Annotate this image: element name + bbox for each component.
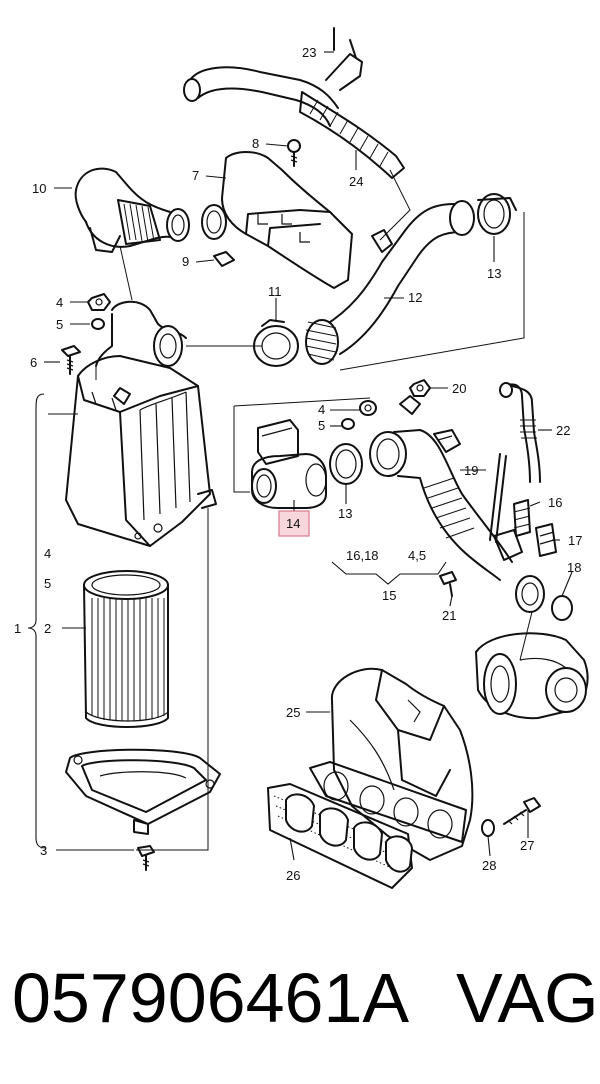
label-16: 16 (548, 495, 562, 510)
label-22: 22 (556, 423, 570, 438)
label-11: 11 (268, 284, 282, 299)
label-25: 25 (286, 705, 300, 720)
washer-28 (481, 819, 495, 837)
o-ring-18 (551, 595, 573, 621)
label-20: 20 (452, 381, 466, 396)
label-16-18: 16,18 (346, 548, 379, 563)
nut-4-right (359, 400, 377, 416)
part-number: 057906461A (12, 959, 410, 1037)
group-bracket-1 (27, 393, 47, 849)
bolt-21 (439, 571, 457, 597)
label-19: 19 (464, 463, 478, 478)
label-14: 14 (286, 516, 300, 531)
label-24: 24 (349, 174, 363, 189)
nut-4-left (87, 293, 111, 311)
clamp-11 (253, 319, 299, 367)
label-4-right: 4 (318, 402, 325, 417)
air-filter-housing-top (65, 300, 217, 547)
leader-lines (44, 51, 573, 861)
footer: 057906461A VAG (0, 948, 600, 1048)
label-26: 26 (286, 868, 300, 883)
label-2: 2 (44, 621, 51, 636)
exploded-parts-diagram: 23 24 10 7 8 9 11 12 13 4 5 6 4 5 1 2 3 … (14, 27, 589, 889)
label-12: 12 (408, 290, 422, 305)
connector-17 (535, 523, 557, 557)
resonator-7 (201, 151, 353, 289)
gasket-26 (267, 783, 413, 889)
air-mass-meter-14 (251, 419, 327, 509)
charge-hose-12 (305, 200, 475, 365)
label-9: 9 (182, 254, 189, 269)
air-filter-housing-bottom (65, 748, 221, 835)
brand-name: VAG (456, 959, 599, 1037)
breather-hose-23-24 (183, 27, 405, 179)
nut-20 (409, 379, 431, 397)
hose-19 (489, 453, 507, 543)
label-8: 8 (252, 136, 259, 151)
label-27: 27 (520, 838, 534, 853)
stud-6 (61, 345, 81, 375)
clip-9 (213, 251, 235, 267)
connector-16 (513, 499, 531, 537)
label-5-right: 5 (318, 418, 325, 433)
label-21: 21 (442, 608, 456, 623)
grommet-5-left (91, 318, 105, 330)
label-3: 3 (40, 843, 47, 858)
hose-22 (499, 382, 541, 483)
highlight-box-14 (278, 510, 310, 537)
assembly-lines (95, 169, 525, 851)
label-13-lower: 13 (338, 506, 352, 521)
label-13-top: 13 (487, 266, 501, 281)
part-labels: 23 24 10 7 8 9 11 12 13 4 5 6 4 5 1 2 3 … (14, 45, 582, 883)
label-5-group: 5 (44, 576, 51, 591)
turbocharger (475, 611, 589, 720)
label-4-group: 4 (44, 546, 51, 561)
label-1: 1 (14, 621, 21, 636)
label-7: 7 (192, 168, 199, 183)
label-23: 23 (302, 45, 316, 60)
label-6: 6 (30, 355, 37, 370)
label-10: 10 (32, 181, 46, 196)
label-17: 17 (568, 533, 582, 548)
label-5-left: 5 (56, 317, 63, 332)
label-28: 28 (482, 858, 496, 873)
clamp-13-lower (329, 431, 407, 485)
label-4-left: 4 (56, 295, 63, 310)
exhaust-manifold-25 (309, 667, 474, 861)
screw-3 (137, 845, 155, 871)
grommet-5-right (341, 418, 355, 430)
label-15: 15 (382, 588, 396, 603)
label-18: 18 (567, 560, 581, 575)
bolt-27 (503, 797, 541, 825)
flange-turbo-inlet (515, 575, 545, 613)
air-filter-element-2 (83, 570, 169, 728)
clamp-13-top (477, 193, 517, 235)
label-4-5: 4,5 (408, 548, 426, 563)
intake-elbow-hose-10 (74, 167, 190, 253)
bolt-8 (287, 139, 301, 167)
